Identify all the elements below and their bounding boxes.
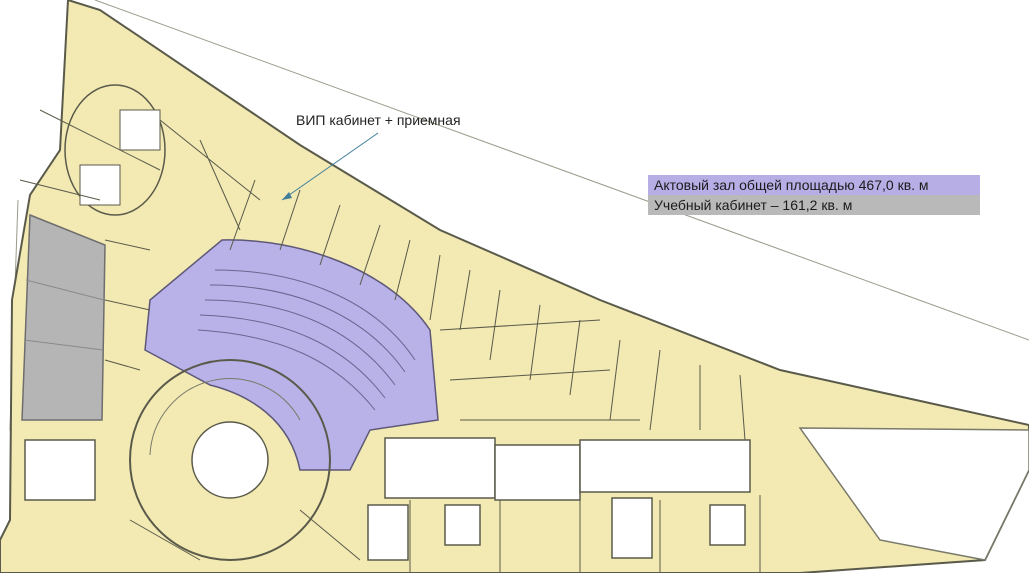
vip-leader-line	[281, 132, 379, 201]
stair-core	[367, 504, 409, 561]
legend: Актовый зал общей площадью 467,0 кв. м У…	[648, 175, 980, 215]
assembly-hall	[144, 239, 439, 471]
office-partitions	[19, 109, 761, 573]
service-core	[494, 444, 581, 501]
rotunda-core	[191, 421, 269, 499]
stair-core	[444, 504, 481, 546]
stair-core	[709, 504, 746, 546]
service-core	[579, 439, 751, 493]
legend-classroom-text: Учебный кабинет – 161,2 кв. м	[654, 197, 853, 213]
legend-assembly-hall: Актовый зал общей площадью 467,0 кв. м	[648, 175, 980, 195]
classroom-area	[21, 213, 106, 421]
east-wing	[798, 427, 1029, 561]
plan-note: ·	[370, 72, 371, 76]
stair-core	[611, 497, 653, 559]
vip-room-label: ВИП кабинет + приемная	[296, 112, 461, 128]
restroom-core	[24, 439, 96, 501]
legend-classroom: Учебный кабинет – 161,2 кв. м	[648, 195, 980, 215]
hall-seating-rows	[197, 269, 416, 411]
service-core	[384, 437, 496, 499]
rotunda-outer	[129, 359, 331, 561]
legend-assembly-hall-text: Актовый зал общей площадью 467,0 кв. м	[654, 177, 929, 193]
nw-stair-rotunda	[64, 84, 166, 216]
